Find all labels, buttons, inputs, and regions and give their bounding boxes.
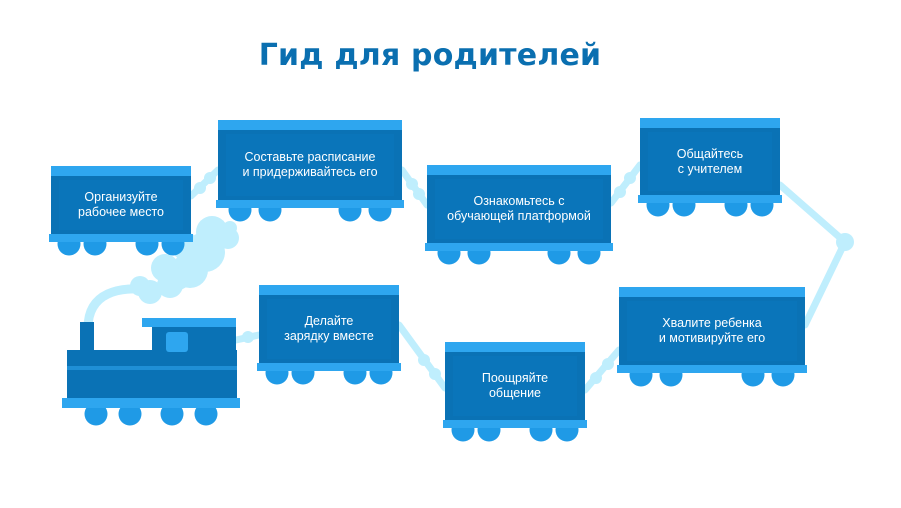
wagon-body	[218, 120, 402, 208]
loco-frame-lower	[62, 402, 240, 408]
smoke-puff	[223, 221, 237, 235]
smoke-puffs	[83, 216, 239, 333]
link-teacher-junction	[776, 181, 849, 246]
wagon-roof	[445, 342, 585, 352]
wagon-label-schedule: Составьте расписание и придерживайтесь е…	[242, 150, 378, 179]
wagon-label-exercise: Делайте зарядку вместе	[284, 314, 374, 343]
wagon-label-teacher: Общайтесь с учителем	[676, 146, 744, 176]
wagon-body	[640, 118, 780, 203]
wagon-roof	[427, 165, 611, 175]
junction-knob	[836, 233, 854, 251]
wagon-frame	[443, 420, 587, 428]
wagon-panel	[267, 299, 391, 359]
wagon-roof	[259, 285, 399, 295]
coupling-knob	[602, 358, 614, 370]
wagon-schedule	[216, 120, 404, 222]
loco-wheel	[84, 402, 108, 426]
coupling-knob	[624, 172, 636, 184]
wagon-body	[619, 287, 805, 373]
coupling-knob	[614, 186, 626, 198]
wagon-organize	[49, 166, 193, 256]
loco-body	[67, 350, 237, 398]
loco-window	[166, 332, 188, 352]
wagon-panel	[627, 301, 797, 361]
wagon-frame	[216, 200, 404, 208]
coupling-knob	[429, 368, 441, 380]
wagon-label-platform: Ознакомьтесь с обучающей платформой	[447, 194, 591, 223]
coupling-knob	[413, 188, 425, 200]
loco-wheel	[160, 402, 184, 426]
loco-wheel	[194, 402, 218, 426]
wagon-label-organize: Организуйте рабочее место	[78, 190, 164, 219]
coupling-knob	[242, 331, 254, 343]
wagon-frame	[638, 195, 782, 203]
wagon-praise	[617, 287, 807, 387]
coupling-knob	[406, 178, 418, 190]
wagon-body	[427, 165, 611, 251]
wagon-roof	[218, 120, 402, 130]
wagon-roof	[640, 118, 780, 128]
wagon-body	[51, 166, 191, 242]
wagon-roof	[51, 166, 191, 176]
coupling-knob	[590, 372, 602, 384]
smoke-puff	[130, 276, 150, 296]
wagon-label-encourage: Поощряйте общение	[481, 371, 549, 400]
wagon-panel	[648, 132, 772, 191]
loco-stripe	[67, 366, 237, 370]
wagon-label-praise: Хвалите ребенка и мотивируйте его	[658, 316, 766, 345]
wagon-encourage	[443, 342, 587, 442]
smoke-puff	[151, 254, 179, 282]
coupling-knob	[194, 182, 206, 194]
loco-wheel	[118, 402, 142, 426]
wagons	[49, 118, 807, 442]
wagon-exercise	[257, 285, 401, 385]
wagon-frame	[425, 243, 613, 251]
link-praise-encourage	[581, 346, 623, 394]
wagon-panel	[226, 134, 394, 196]
loco-cabin	[152, 326, 236, 354]
wagon-frame	[257, 363, 401, 371]
wagon-panel	[453, 356, 577, 416]
wagon-body	[259, 285, 399, 371]
link-platform-teacher	[607, 161, 644, 207]
wagon-platform	[425, 165, 613, 265]
loco-roof	[142, 318, 236, 327]
wagon-panel	[59, 180, 183, 230]
wagon-teacher	[638, 118, 782, 217]
link-junction-praise	[801, 238, 849, 329]
wagon-roof	[619, 287, 805, 297]
loco-chimney	[80, 322, 94, 352]
wagon-body	[445, 342, 585, 428]
wagon-frame	[49, 234, 193, 242]
wagon-frame	[617, 365, 807, 373]
coupling-links	[187, 161, 854, 394]
wagon-panel	[435, 179, 603, 239]
page-title: Гид для родителей	[258, 38, 602, 73]
coupling-knob	[204, 172, 216, 184]
locomotive-icon	[62, 318, 240, 426]
coupling-knob	[418, 354, 430, 366]
